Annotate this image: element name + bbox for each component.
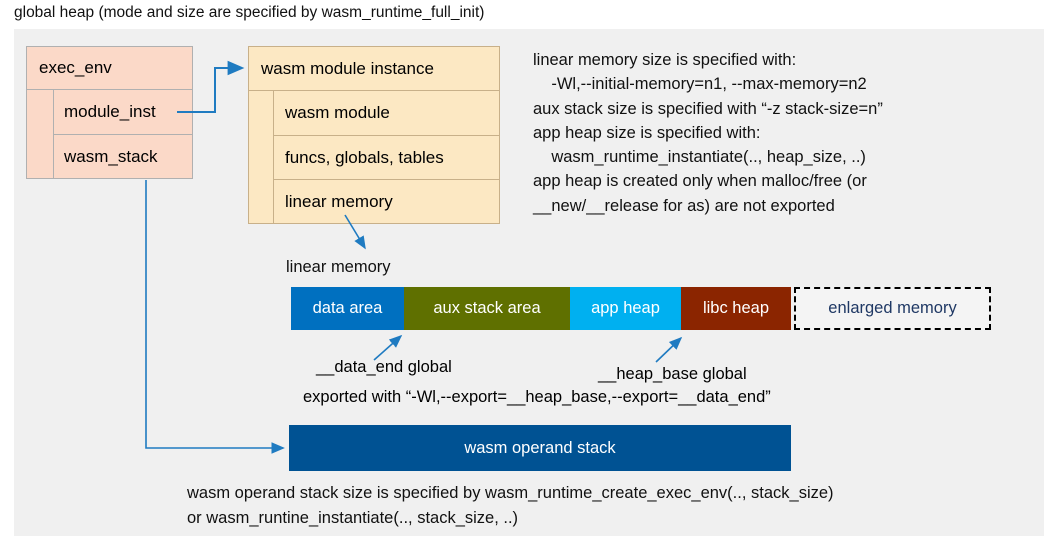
module-instance-field-linear-memory: linear memory <box>285 191 393 211</box>
module-instance-field-wasm-module: wasm module <box>274 91 499 136</box>
exec-env-field-module-inst: module_inst <box>54 90 192 135</box>
memory-segment-aux-stack-area: aux stack area <box>404 287 570 330</box>
exec-env-field-wasm-stack: wasm_stack <box>64 146 158 166</box>
memory-segment-app-heap: app heap <box>570 287 681 330</box>
page-title: global heap (mode and size are specified… <box>14 4 485 21</box>
wasm-module-instance-box: wasm module instance wasm module funcs, … <box>248 46 500 224</box>
linear-memory-label: linear memory <box>286 258 391 276</box>
linear-memory-bar: data area aux stack area app heap libc h… <box>291 287 991 330</box>
annotation-data-end: __data_end global <box>316 358 452 376</box>
module-instance-field-funcs-globals-tables: funcs, globals, tables <box>274 136 499 180</box>
annotation-exported-with: exported with “-Wl,--export=__heap_base,… <box>303 388 771 406</box>
operand-stack-note: wasm operand stack size is specified by … <box>187 484 834 527</box>
memory-segment-data-area: data area <box>291 287 404 330</box>
memory-segment-libc-heap: libc heap <box>681 287 791 330</box>
module-instance-title: wasm module instance <box>249 47 499 91</box>
memory-segment-enlarged-memory: enlarged memory <box>794 287 991 330</box>
linear-memory-notes: linear memory size is specified with: -W… <box>533 51 883 215</box>
exec-env-indent-column <box>27 90 54 178</box>
module-instance-indent-column <box>249 91 274 223</box>
annotation-heap-base: __heap_base global <box>598 365 747 383</box>
exec-env-box: exec_env module_inst wasm_stack <box>26 46 193 179</box>
wasm-operand-stack-bar: wasm operand stack <box>289 425 791 471</box>
exec-env-title: exec_env <box>27 47 192 90</box>
